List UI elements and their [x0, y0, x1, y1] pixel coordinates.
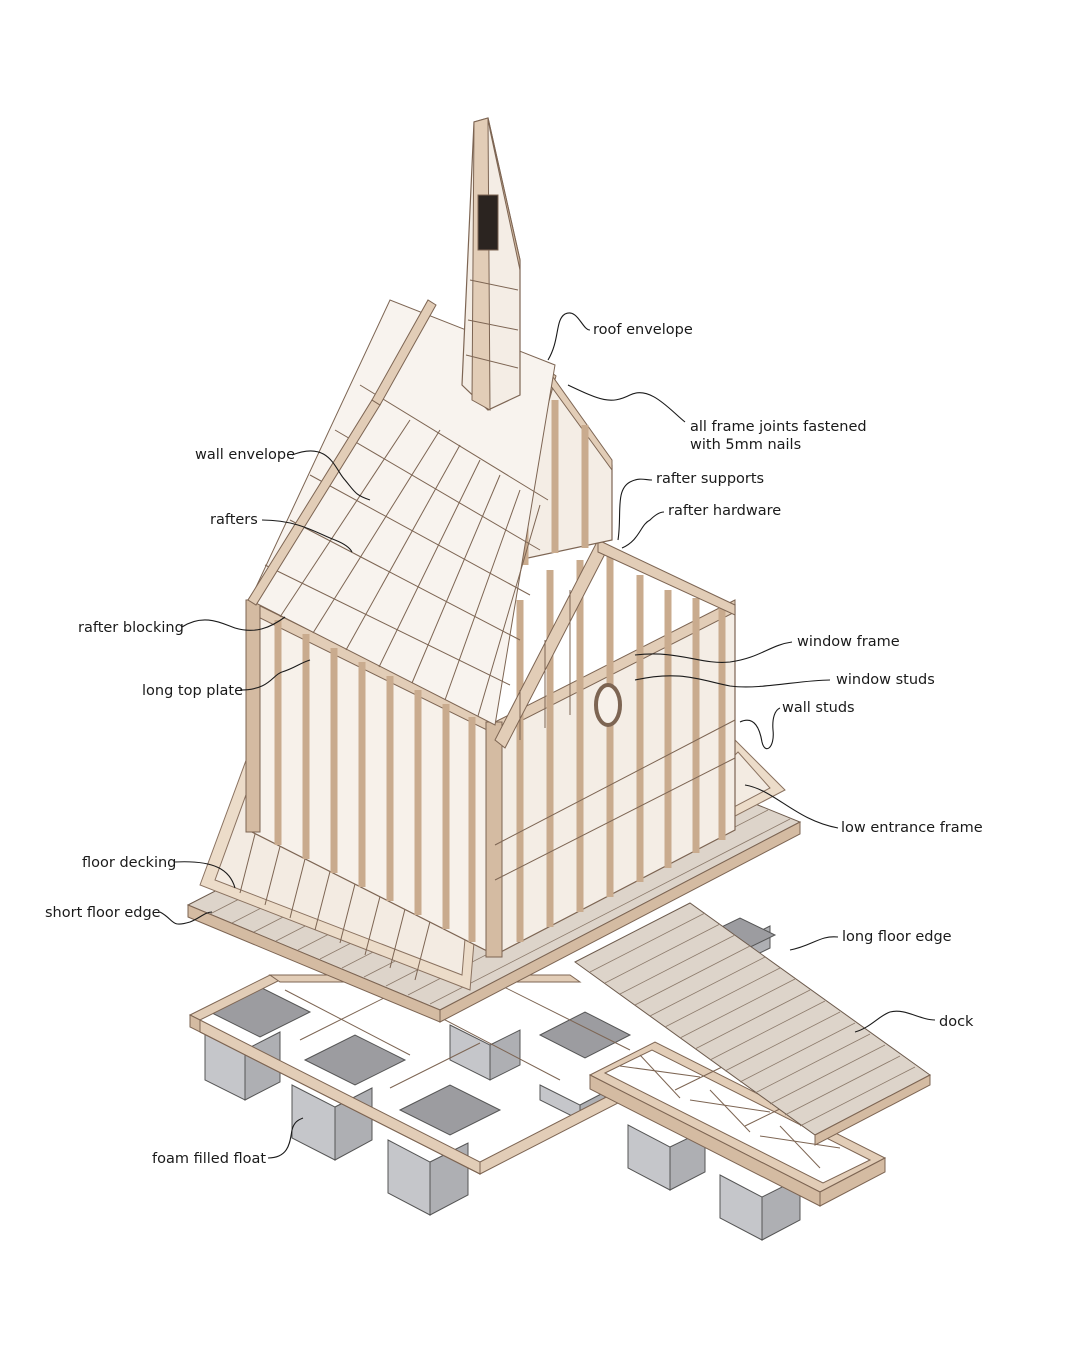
label-rafters: rafters — [210, 512, 258, 528]
annotation-frame-joints: all frame joints fastened with 5mm nails — [567, 384, 867, 453]
label-roof-envelope: roof envelope — [593, 322, 693, 338]
label-rafter-supports: rafter supports — [656, 471, 764, 487]
label-wall-studs: wall studs — [782, 700, 855, 716]
annotation-rafter-hardware: rafter hardware — [621, 503, 781, 549]
label-rafter-blocking: rafter blocking — [78, 620, 184, 636]
rafter-blocking-rows — [264, 384, 549, 686]
label-low-entrance-frame: low entrance frame — [841, 820, 983, 836]
window-frame-shape — [594, 683, 622, 727]
label-short-floor-edge: short floor edge — [45, 905, 161, 921]
float-block — [719, 1174, 801, 1241]
roof-rafter-grid — [247, 299, 556, 726]
label-foam-filled-float: foam filled float — [152, 1151, 266, 1167]
annotation-roof-envelope: roof envelope — [547, 312, 693, 361]
label-wall-envelope: wall envelope — [195, 447, 295, 463]
label-long-floor-edge: long floor edge — [842, 929, 952, 945]
dock-frame — [588, 1041, 887, 1207]
float-block — [449, 1024, 521, 1081]
annotation-rafter-blocking: rafter blocking — [78, 616, 286, 636]
annotation-foam-filled-float: foam filled float — [152, 1117, 304, 1167]
dock-planks — [589, 912, 916, 1127]
annotation-rafters: rafters — [210, 512, 353, 553]
long-wall-studs — [274, 620, 476, 942]
label-rafter-hardware: rafter hardware — [668, 503, 781, 519]
annotation-rafter-supports: rafter supports — [617, 471, 764, 541]
label-window-studs: window studs — [836, 672, 935, 688]
label-dock: dock — [939, 1014, 974, 1030]
label-frame-joints-line1: all frame joints fastened — [690, 419, 867, 435]
annotation-dock: dock — [854, 1010, 974, 1033]
spire — [461, 117, 521, 411]
label-long-top-plate: long top plate — [142, 683, 243, 699]
gable-end — [494, 539, 736, 749]
annotation-wall-studs: wall studs — [739, 700, 855, 750]
annotation-long-floor-edge: long floor edge — [789, 929, 952, 951]
label-window-frame: window frame — [797, 634, 900, 650]
annotation-window-studs: window studs — [634, 672, 935, 688]
annotation-wall-envelope: wall envelope — [195, 447, 371, 501]
label-floor-decking: floor decking — [82, 855, 176, 871]
annotation-window-frame: window frame — [634, 634, 900, 663]
annotation-floor-decking: floor decking — [82, 855, 236, 889]
dock-deck — [574, 902, 931, 1146]
annotation-long-top-plate: long top plate — [142, 659, 311, 699]
annotation-short-floor-edge: short floor edge — [45, 905, 213, 925]
float-block — [387, 1139, 469, 1216]
float-block — [627, 1124, 706, 1191]
main-wall-frame — [245, 550, 736, 958]
label-frame-joints-line2: with 5mm nails — [690, 437, 801, 453]
annotation-low-entrance-frame: low entrance frame — [744, 784, 983, 836]
